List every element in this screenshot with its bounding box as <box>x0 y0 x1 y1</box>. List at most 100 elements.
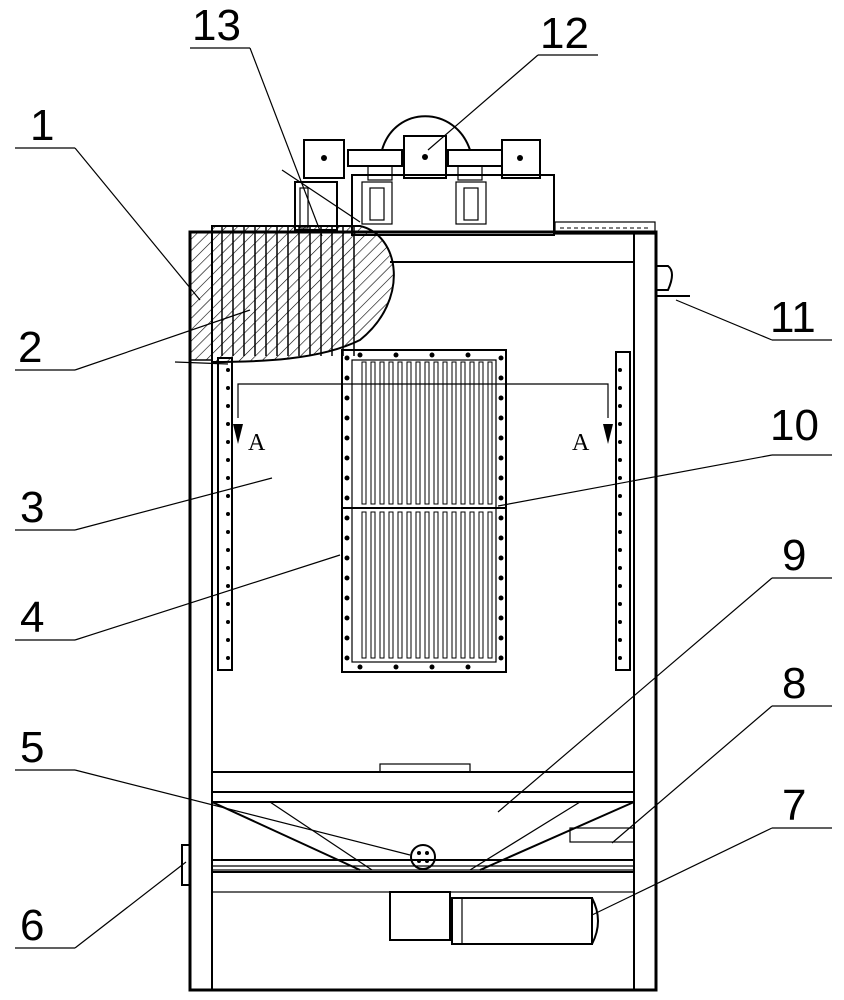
grille-bolt <box>344 575 350 581</box>
grille-bar <box>478 361 484 505</box>
grille-bolt <box>498 595 504 601</box>
leader-lines <box>15 47 832 949</box>
grille-bar <box>415 361 421 505</box>
label-3: 3 <box>20 483 44 532</box>
grille-bolt <box>498 415 504 421</box>
grille-bolt <box>344 595 350 601</box>
label-13: 13 <box>192 1 241 50</box>
grille-bolt <box>344 375 350 381</box>
grille-bolt <box>498 395 504 401</box>
grille-bolt <box>498 475 504 481</box>
grille-bolt <box>357 664 363 670</box>
grille-bar <box>487 511 493 659</box>
grille-bolt <box>498 435 504 441</box>
rail-bolt <box>618 620 622 624</box>
rail-bolt <box>226 530 230 534</box>
rail-bolt <box>226 422 230 426</box>
rail-bolt <box>618 458 622 462</box>
label-6: 6 <box>20 901 44 950</box>
grille-bolt <box>498 615 504 621</box>
rail-bolt <box>618 548 622 552</box>
grille-bolt <box>344 655 350 661</box>
hopper <box>211 791 635 871</box>
grille-bar <box>442 511 448 659</box>
grille-bar <box>487 361 493 505</box>
label-2: 2 <box>18 323 42 372</box>
rail-bolt <box>226 386 230 390</box>
rail-bolt <box>226 458 230 462</box>
rail-bolt <box>226 638 230 642</box>
grille-bar <box>370 511 376 659</box>
rail-bolt <box>226 602 230 606</box>
rail-bolt <box>226 566 230 570</box>
rail-bolt <box>618 368 622 372</box>
top-drive-units <box>303 115 541 181</box>
rail-bolt <box>618 656 622 660</box>
grille-bolt <box>344 635 350 641</box>
grille-bolt <box>344 455 350 461</box>
label-9: 9 <box>782 531 806 580</box>
grille-bolt <box>498 635 504 641</box>
label-5: 5 <box>20 723 44 772</box>
rail-bolt <box>618 530 622 534</box>
rail-bolt <box>618 386 622 390</box>
grille-bolt <box>498 375 504 381</box>
grille-bar <box>469 511 475 659</box>
rail-bolt <box>226 620 230 624</box>
grille-bolt <box>344 415 350 421</box>
grille-bolt <box>429 352 435 358</box>
rail-bolt <box>226 440 230 444</box>
grille-bar <box>451 361 457 505</box>
grille-bolt <box>344 515 350 521</box>
grille-bar <box>388 361 394 505</box>
rail-bolt <box>618 602 622 606</box>
grille-bolt <box>429 664 435 670</box>
grille-bolt <box>498 515 504 521</box>
grille-bolt <box>393 664 399 670</box>
grille-bar <box>379 361 385 505</box>
rail-bolt <box>226 476 230 480</box>
grille-bar <box>424 361 430 505</box>
grille-bar <box>397 361 403 505</box>
rail-bolt <box>618 422 622 426</box>
left-rail <box>217 357 233 671</box>
grille-bolt <box>498 535 504 541</box>
grille-bolt <box>498 455 504 461</box>
grille-bar <box>415 511 421 659</box>
grille-bar <box>388 511 394 659</box>
label-11: 11 <box>770 293 816 342</box>
grille-bolt <box>498 355 504 361</box>
rail-bolt <box>226 494 230 498</box>
rail-bolt <box>226 656 230 660</box>
rail-bolt <box>226 404 230 408</box>
rail-bolt <box>618 440 622 444</box>
grille-bolt <box>344 555 350 561</box>
grille-bar <box>433 511 439 659</box>
screw-conveyor <box>211 844 635 893</box>
grille-bolt <box>498 575 504 581</box>
outlet-fitting <box>656 265 690 297</box>
label-10: 10 <box>770 401 819 450</box>
label-8: 8 <box>782 659 806 708</box>
grille-bolt <box>344 495 350 501</box>
central-grille <box>341 349 507 673</box>
grille-bar <box>460 511 466 659</box>
rail-bolt <box>226 548 230 552</box>
inner-chamber <box>211 261 635 773</box>
grille-bar <box>424 511 430 659</box>
grille-bolt <box>465 664 471 670</box>
grille-bar <box>442 361 448 505</box>
section-mark-left: A <box>248 430 266 456</box>
grille-bolt <box>498 655 504 661</box>
left-wall-panel <box>189 231 213 361</box>
grille-bolt <box>393 352 399 358</box>
rail-bolt <box>618 566 622 570</box>
grille-bar <box>478 511 484 659</box>
grille-bolt <box>344 615 350 621</box>
section-mark-right: A <box>572 430 590 456</box>
motor <box>389 891 599 945</box>
rail-bolt <box>226 368 230 372</box>
grille-bolt <box>344 475 350 481</box>
label-1: 1 <box>30 101 54 150</box>
grille-bar <box>469 361 475 505</box>
